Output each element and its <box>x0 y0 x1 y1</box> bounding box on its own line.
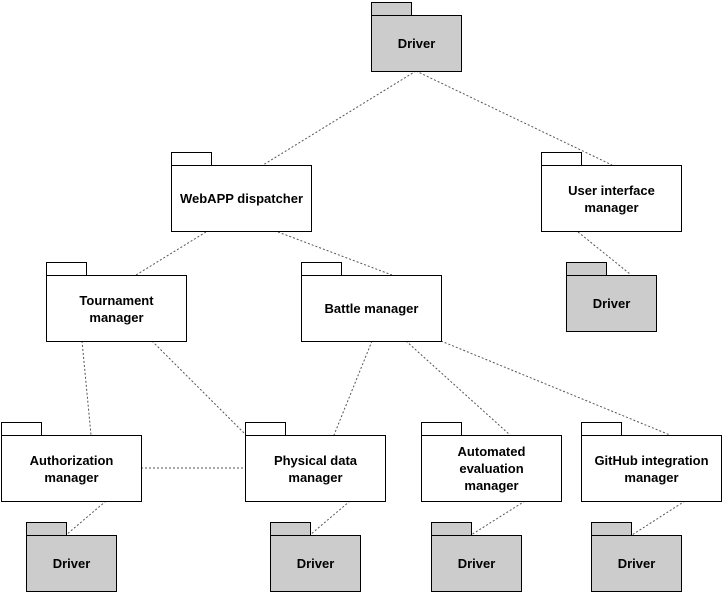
package-label: Automated evaluation manager <box>457 444 526 493</box>
package-label: Physical data manager <box>273 452 358 485</box>
package-label: Driver <box>592 296 631 311</box>
package-label: Battle manager <box>324 301 419 316</box>
package-tab <box>171 152 212 166</box>
connector-ui-driver <box>577 231 631 275</box>
connector-authorization-driver <box>65 500 107 536</box>
driver-package-physical: Driver <box>270 535 361 592</box>
package-label: Authorization manager <box>29 452 114 485</box>
package-tab <box>270 522 311 536</box>
connector-driver-top-ui <box>415 70 613 166</box>
package-tab <box>421 422 462 436</box>
user-interface-manager-package: User interface manager <box>541 165 682 232</box>
package-label: Driver <box>617 556 656 571</box>
connector-driver-top-webapp <box>262 70 417 166</box>
package-label: Driver <box>457 556 496 571</box>
package-label: GitHub integration manager <box>594 452 709 485</box>
connector-battle-github <box>440 340 671 436</box>
connector-github-driver <box>631 500 686 536</box>
package-label: Tournament manager <box>79 292 154 325</box>
package-tab <box>541 152 582 166</box>
driver-package-github: Driver <box>591 535 682 592</box>
connector-physical-driver <box>309 500 351 536</box>
package-tab <box>46 262 87 276</box>
package-label: Driver <box>397 36 436 51</box>
package-label: Driver <box>296 556 335 571</box>
package-tab <box>26 522 67 536</box>
automated-evaluation-manager-package: Automated evaluation manager <box>421 435 562 502</box>
physical-data-manager-package: Physical data manager <box>245 435 386 502</box>
package-tab <box>301 262 342 276</box>
connector-tournament-authorization <box>81 340 92 436</box>
package-label: WebAPP dispatcher <box>179 191 304 206</box>
package-label: Driver <box>52 556 91 571</box>
tournament-manager-package: Tournament manager <box>46 275 187 342</box>
package-tab <box>581 422 622 436</box>
connector-battle-physical <box>333 340 373 436</box>
connector-webapp-tournament <box>135 231 207 276</box>
driver-package-evaluation: Driver <box>431 535 522 592</box>
connector-webapp-battle <box>277 231 393 276</box>
connector-tournament-physical <box>151 340 247 436</box>
driver-package-ui: Driver <box>566 275 657 332</box>
package-tab <box>371 2 412 16</box>
package-tab <box>591 522 632 536</box>
webapp-dispatcher-package: WebAPP dispatcher <box>171 165 312 232</box>
driver-package-authorization: Driver <box>26 535 117 592</box>
package-tab <box>1 422 42 436</box>
package-tab <box>566 262 607 276</box>
connector-battle-evaluation <box>405 340 511 436</box>
battle-manager-package: Battle manager <box>301 275 442 342</box>
package-label: User interface manager <box>568 182 655 215</box>
package-tab <box>245 422 286 436</box>
package-tab <box>431 522 472 536</box>
driver-package-top: Driver <box>371 15 462 72</box>
connector-evaluation-driver <box>470 500 526 536</box>
github-integration-manager-package: GitHub integration manager <box>581 435 722 502</box>
authorization-manager-package: Authorization manager <box>1 435 142 502</box>
